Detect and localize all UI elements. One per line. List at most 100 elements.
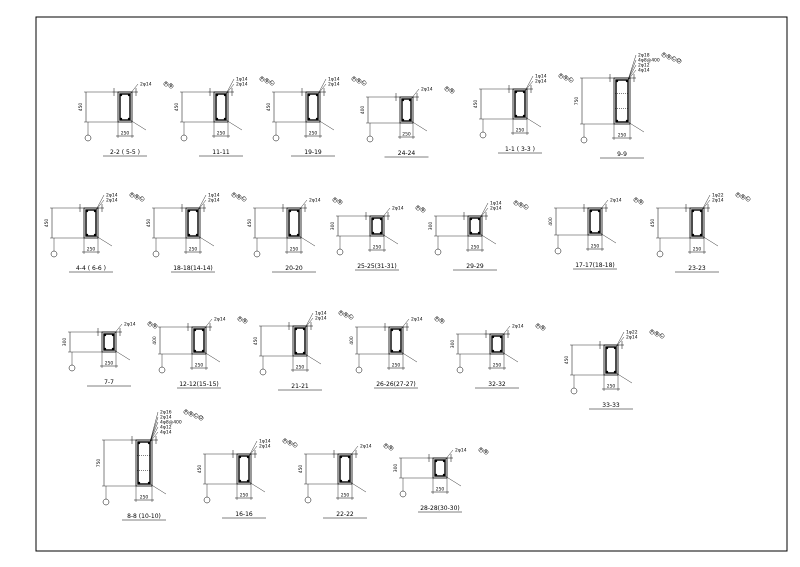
section-title: 8-8 (10-10): [127, 513, 161, 520]
tag-circle-icon: [415, 205, 421, 211]
rebar-note: 1φ14: [315, 311, 327, 317]
tag-circle-icon: [147, 321, 153, 327]
rebar-dot: [469, 231, 473, 235]
tag-circle-icon: [168, 83, 174, 89]
tag-label: C: [569, 77, 572, 83]
height-label: 450: [78, 103, 84, 112]
tag-circle-icon: [444, 86, 450, 92]
grid-marker-icon: [580, 136, 588, 144]
tag-label: C: [140, 196, 143, 202]
section-title: 28-28(30-30): [420, 505, 460, 512]
width-label: 250: [341, 493, 350, 499]
rebar-dot: [103, 333, 107, 337]
beam-section: [489, 333, 505, 355]
tag-label: C: [349, 314, 352, 320]
tag-label: A: [283, 438, 287, 444]
grid-marker-icon: [158, 366, 166, 374]
rebar-note: 2φ14: [106, 198, 118, 204]
rebar-dot: [434, 459, 438, 463]
tag-label: A: [130, 192, 134, 198]
tag-circle-icon: [659, 333, 665, 339]
tag-circle-icon: [236, 194, 242, 200]
rebar-dot: [215, 117, 219, 121]
leader-line: [129, 119, 147, 131]
tag-circle-icon: [351, 76, 357, 82]
rebar-note: 2φ14: [512, 324, 524, 330]
leader-line: [615, 336, 625, 348]
stirrup: [307, 93, 319, 121]
width-label: 250: [240, 493, 249, 499]
leader-line: [304, 317, 314, 329]
leader-line: [501, 325, 511, 337]
rebar-note: 2φ12: [638, 63, 650, 69]
tag-label: C: [194, 413, 197, 419]
width-label: 250: [402, 132, 411, 138]
leader-line: [248, 445, 258, 457]
leader-line: [410, 120, 428, 132]
beam-section: [613, 77, 631, 125]
rebar-dot: [408, 118, 412, 122]
rebar-dot: [401, 118, 405, 122]
tag-circle-icon: [292, 442, 298, 448]
rebar-dot: [371, 217, 375, 221]
stirrup: [187, 209, 199, 237]
tag-label: B: [450, 88, 453, 94]
stirrup: [137, 441, 151, 485]
section-title: 21-21: [291, 383, 309, 390]
rebar-dot: [379, 217, 383, 221]
rebar-note: 2φ14: [328, 82, 340, 88]
rebar-dot: [597, 209, 601, 213]
tag-circle-icon: [558, 73, 564, 79]
rebar-note: 2φ14: [392, 206, 404, 212]
width-label: 250: [693, 247, 702, 253]
tag-circle-icon: [361, 80, 367, 86]
rebar-note: 2φ16: [160, 410, 172, 416]
tag-label: B: [189, 411, 192, 417]
tag-circle-icon: [654, 331, 660, 337]
grid-marker-icon: [399, 490, 407, 498]
width-label: 250: [309, 131, 318, 137]
tag-label: A: [662, 52, 666, 58]
rebar-dot: [401, 98, 405, 102]
rebar-dot: [390, 349, 394, 353]
height-label: 450: [650, 219, 656, 228]
tag-circle-icon: [383, 443, 389, 449]
stirrup: [434, 459, 446, 477]
section-title: 11-11: [212, 149, 230, 156]
width-label: 250: [516, 128, 525, 134]
stirrup: [294, 327, 306, 355]
leader-line: [95, 194, 105, 211]
grid-marker-icon: [366, 135, 374, 143]
tag-label: A: [736, 192, 740, 198]
tag-label: B: [265, 78, 268, 84]
width-label: 250: [290, 247, 299, 253]
stirrup: [103, 333, 115, 351]
tag-label: A: [445, 86, 449, 92]
width-label: 250: [140, 495, 149, 501]
rebar-dot: [315, 117, 319, 121]
leader-line: [479, 202, 489, 219]
rebar-note: 2φ14: [610, 198, 622, 204]
tag-circle-icon: [449, 88, 455, 94]
rebar-note: 4φ8@400: [638, 58, 660, 64]
leader-line: [501, 351, 519, 363]
tag-circle-icon: [183, 409, 189, 415]
grid-marker-icon: [102, 498, 110, 506]
stirrup: [615, 79, 629, 123]
leader-line: [129, 83, 139, 95]
height-label: 750: [574, 97, 580, 106]
grid-marker-icon: [554, 247, 562, 255]
leader-line: [381, 207, 391, 219]
leader-line: [627, 54, 637, 81]
tag-circle-icon: [269, 80, 275, 86]
tag-label: C: [362, 80, 365, 86]
rebar-dot: [522, 90, 526, 94]
leader-line: [349, 481, 367, 493]
leader-line: [615, 331, 625, 348]
tag-label: B: [338, 199, 341, 205]
